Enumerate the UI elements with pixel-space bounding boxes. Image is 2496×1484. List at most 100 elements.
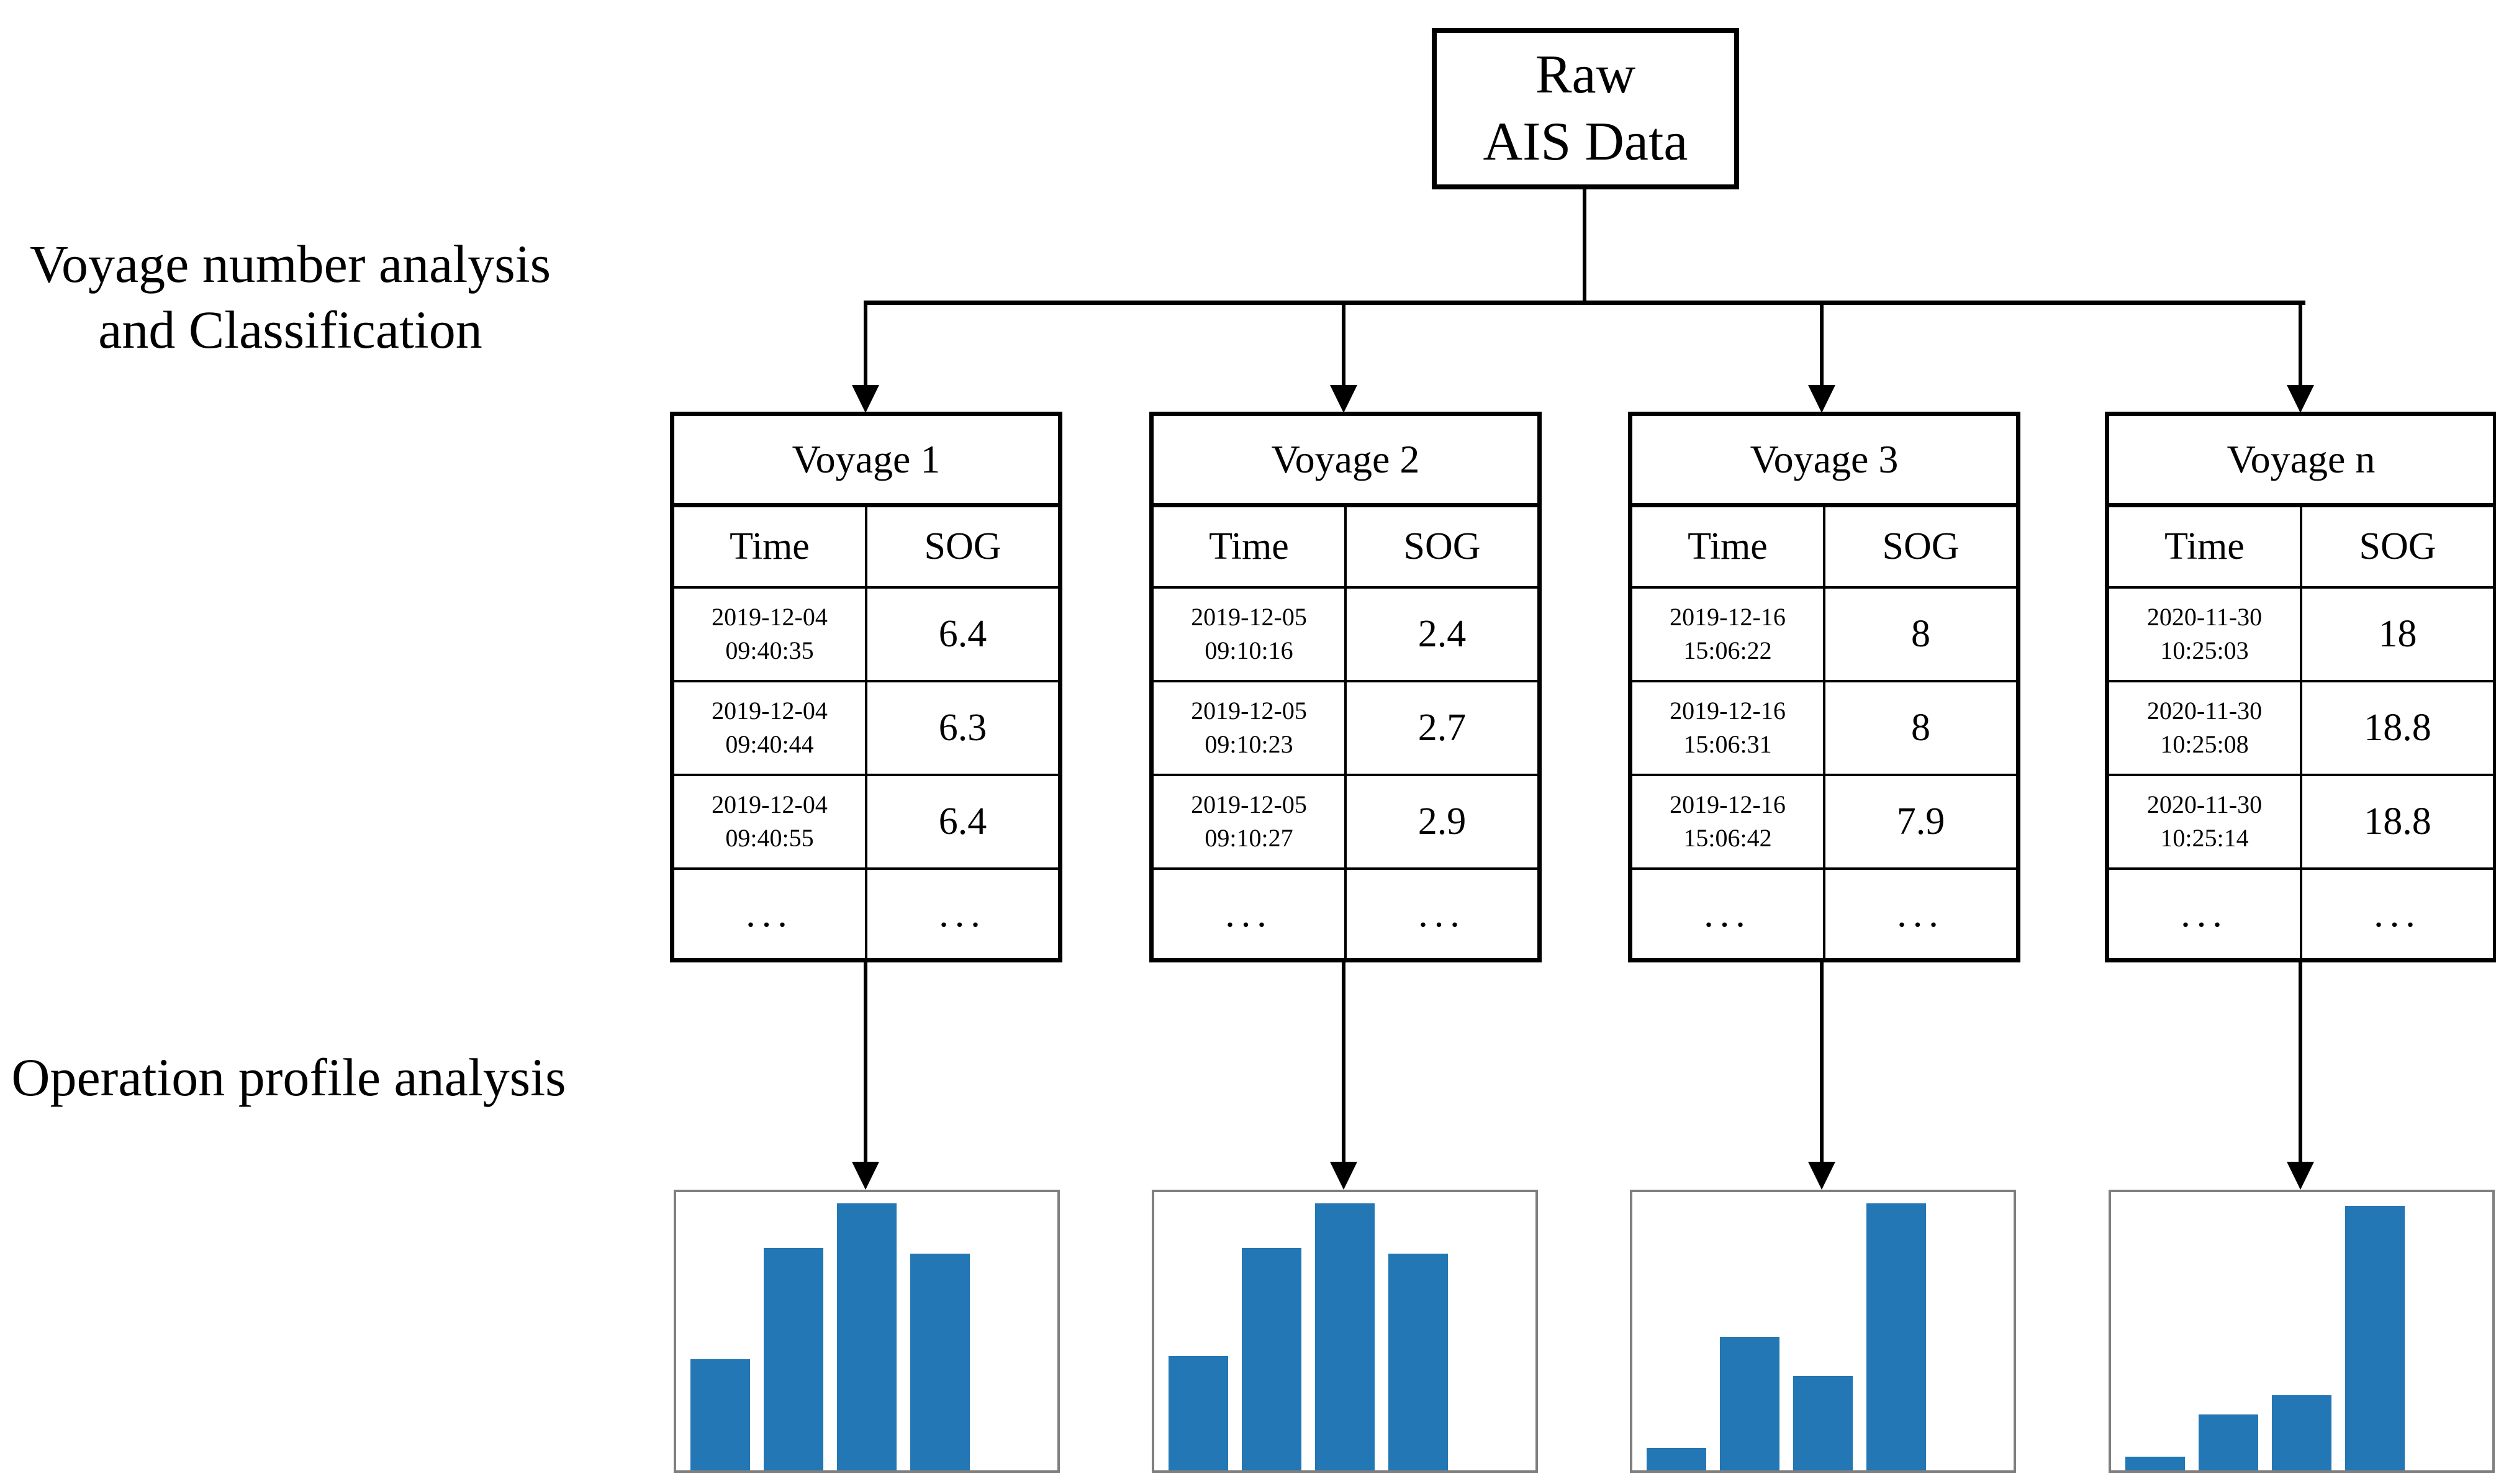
arrow-down-icon	[2287, 1162, 2314, 1190]
connector-drop-line-4	[2299, 303, 2302, 386]
histogram-bar	[1315, 1203, 1375, 1470]
voyage-title: Voyage 3	[1629, 412, 2020, 507]
histogram-bar	[764, 1248, 823, 1470]
sog-cell: 6.4	[865, 773, 1062, 870]
histogram-bar	[2345, 1206, 2405, 1470]
sog-cell: 8	[1823, 586, 2020, 682]
voyage-title: Voyage n	[2105, 412, 2496, 507]
stage-label-line: and Classification	[98, 300, 482, 360]
voyage-3-histogram	[1630, 1190, 2016, 1473]
raw-node-line2: AIS Data	[1483, 112, 1688, 172]
table-row: 2019-12-16 15:06:22 8	[1629, 586, 2020, 682]
time-cell: 2020-11-30 10:25:08	[2105, 679, 2302, 776]
table-row: 2019-12-04 09:40:44 6.3	[671, 679, 1062, 776]
col-header-time: Time	[1629, 504, 1825, 589]
histogram-bar	[1866, 1203, 1926, 1470]
connector-table-chart-line-1	[864, 958, 867, 1163]
table-row: 2019-12-16 15:06:42 7.9	[1629, 773, 2020, 870]
voyage-2-table: Voyage 2 Time SOG 2019-12-05 09:10:16 2.…	[1149, 412, 1542, 962]
voyage-title: Voyage 1	[671, 412, 1062, 507]
histogram-bar	[1169, 1356, 1228, 1470]
ellipsis-cell: ...	[2300, 867, 2496, 962]
sog-cell: 6.3	[865, 679, 1062, 776]
sog-cell: 7.9	[1823, 773, 2020, 870]
time-cell: 2019-12-04 09:40:44	[671, 679, 867, 776]
time-cell: 2019-12-04 09:40:55	[671, 773, 867, 870]
histogram-bar	[1388, 1254, 1448, 1470]
col-header-sog: SOG	[865, 504, 1062, 589]
time-cell: 2019-12-16 15:06:22	[1629, 586, 1825, 682]
arrow-down-icon	[852, 385, 879, 413]
stage-label-line: Voyage number analysis	[29, 234, 551, 294]
voyage-2-histogram	[1152, 1190, 1538, 1473]
sog-cell: 2.4	[1344, 586, 1541, 682]
arrow-down-icon	[852, 1162, 879, 1190]
time-cell: 2019-12-05 09:10:27	[1150, 773, 1347, 870]
ellipsis-cell: ...	[2105, 867, 2302, 962]
arrow-down-icon	[1330, 385, 1357, 413]
col-header-time: Time	[671, 504, 867, 589]
table-row: 2019-12-04 09:40:35 6.4	[671, 586, 1062, 682]
voyage-1-table: Voyage 1 Time SOG 2019-12-04 09:40:35 6.…	[670, 412, 1062, 962]
connector-horizontal-line	[864, 301, 2305, 305]
col-header-sog: SOG	[2300, 504, 2496, 589]
arrow-down-icon	[1330, 1162, 1357, 1190]
histogram-bar	[2272, 1395, 2331, 1470]
col-header-sog: SOG	[1344, 504, 1541, 589]
table-row: 2019-12-05 09:10:23 2.7	[1150, 679, 1541, 776]
sog-cell: 18.8	[2300, 679, 2496, 776]
ellipsis-cell: ...	[1150, 867, 1347, 962]
time-cell: 2019-12-16 15:06:42	[1629, 773, 1825, 870]
time-cell: 2019-12-05 09:10:23	[1150, 679, 1347, 776]
table-row: 2019-12-16 15:06:31 8	[1629, 679, 2020, 776]
histogram-bar	[1647, 1448, 1706, 1470]
connector-drop-line-3	[1820, 303, 1824, 386]
connector-drop-line-1	[864, 303, 867, 386]
arrow-down-icon	[1808, 385, 1835, 413]
sog-cell: 2.7	[1344, 679, 1541, 776]
time-cell: 2020-11-30 10:25:03	[2105, 586, 2302, 682]
histogram-bar	[1720, 1337, 1779, 1470]
table-row: 2020-11-30 10:25:14 18.8	[2105, 773, 2496, 870]
histogram-bar	[910, 1254, 970, 1470]
histogram-bar	[1242, 1248, 1301, 1470]
voyage-3-table: Voyage 3 Time SOG 2019-12-16 15:06:22 8 …	[1628, 412, 2020, 962]
sog-cell: 2.9	[1344, 773, 1541, 870]
col-header-time: Time	[1150, 504, 1347, 589]
arrow-down-icon	[1808, 1162, 1835, 1190]
connector-drop-line-2	[1342, 303, 1345, 386]
sog-cell: 18	[2300, 586, 2496, 682]
connector-table-chart-line-4	[2299, 958, 2302, 1163]
histogram-bar	[837, 1203, 897, 1470]
histogram-bar	[690, 1359, 750, 1470]
stage-label-voyage-classification: Voyage number analysis and Classificatio…	[6, 231, 574, 363]
connector-stem-line	[1583, 189, 1586, 304]
voyage-n-histogram	[2109, 1190, 2495, 1473]
sog-cell: 6.4	[865, 586, 1062, 682]
sog-cell: 8	[1823, 679, 2020, 776]
connector-table-chart-line-2	[1342, 958, 1345, 1163]
ellipsis-cell: ...	[1344, 867, 1541, 962]
table-row: 2019-12-04 09:40:55 6.4	[671, 773, 1062, 870]
table-row: 2020-11-30 10:25:08 18.8	[2105, 679, 2496, 776]
voyage-1-histogram	[674, 1190, 1060, 1473]
table-row: 2020-11-30 10:25:03 18	[2105, 586, 2496, 682]
col-header-sog: SOG	[1823, 504, 2020, 589]
table-row: ... ...	[1150, 867, 1541, 962]
connector-table-chart-line-3	[1820, 958, 1824, 1163]
table-row: ... ...	[1629, 867, 2020, 962]
histogram-bar	[2125, 1457, 2185, 1470]
stage-label-line: Operation profile analysis	[11, 1047, 566, 1107]
voyage-title: Voyage 2	[1150, 412, 1541, 507]
ellipsis-cell: ...	[671, 867, 867, 962]
time-cell: 2019-12-05 09:10:16	[1150, 586, 1347, 682]
histogram-bar	[2199, 1414, 2258, 1470]
sog-cell: 18.8	[2300, 773, 2496, 870]
voyage-n-table: Voyage n Time SOG 2020-11-30 10:25:03 18…	[2105, 412, 2496, 962]
ellipsis-cell: ...	[1629, 867, 1825, 962]
table-row: ... ...	[2105, 867, 2496, 962]
stage-label-operation-profile: Operation profile analysis	[0, 1044, 577, 1110]
time-cell: 2019-12-16 15:06:31	[1629, 679, 1825, 776]
time-cell: 2019-12-04 09:40:35	[671, 586, 867, 682]
